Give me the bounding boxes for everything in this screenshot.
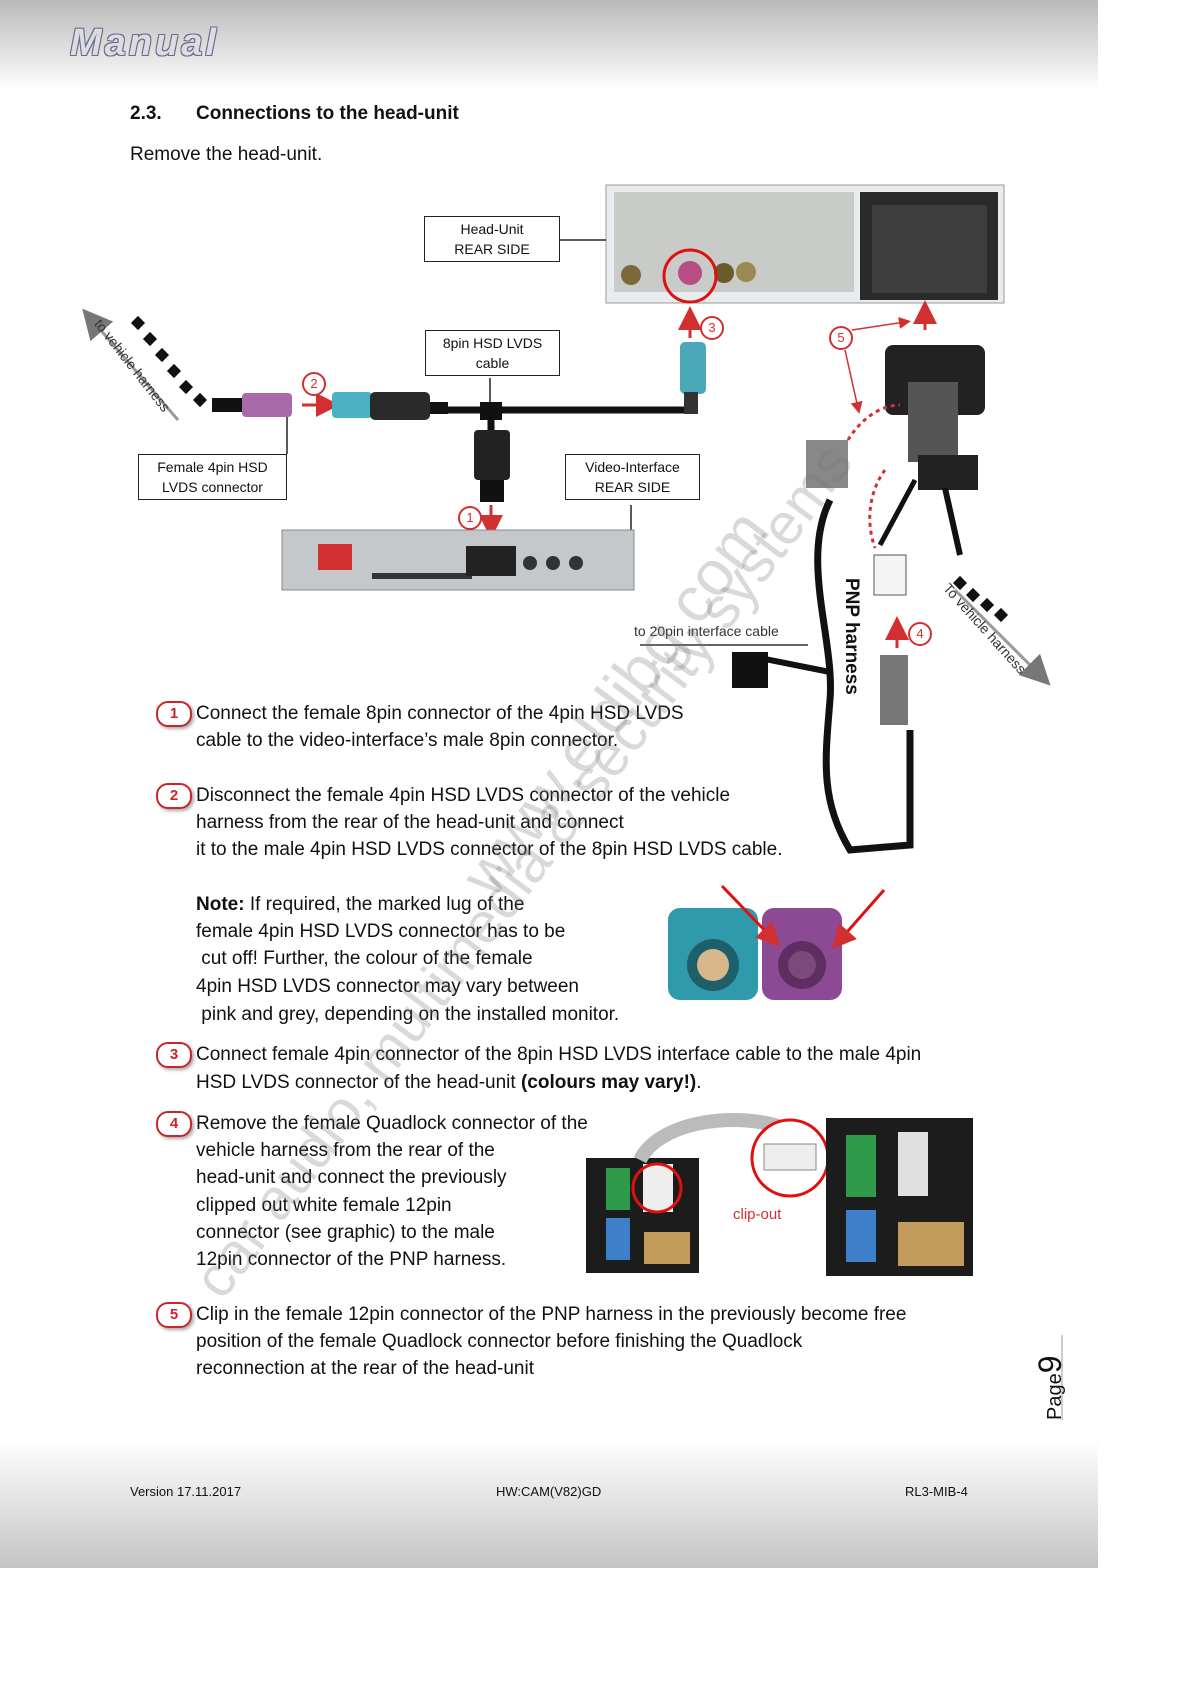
note-text-1: If required, the marked lug of the: [244, 894, 525, 915]
step-2-line1: Disconnect the female 4pin HSD LVDS conn…: [196, 785, 731, 806]
step-badge-5: 5: [156, 1302, 192, 1328]
step-3-line2-text: HSD LVDS connector of the head-unit: [196, 1072, 521, 1093]
page-number-value: 9: [1032, 1355, 1068, 1374]
note-line1: Note: If required, the marked lug of the: [196, 891, 524, 918]
head-unit-label-line2: REAR SIDE: [454, 241, 530, 257]
step-1-line1: Connect the female 8pin connector of the…: [196, 703, 684, 724]
section-title: Connections to the head-unit: [196, 103, 459, 124]
step-5-line1: Clip in the female 12pin connector of th…: [196, 1304, 907, 1325]
step-4-line5: connector (see graphic) to the male: [196, 1222, 495, 1243]
pnp-harness-label: PNP harness: [841, 578, 862, 695]
footer-hw: HW:CAM(V82)GD: [496, 1484, 602, 1499]
pnp-harness: [640, 300, 985, 854]
step-badge-4: 4: [156, 1111, 192, 1137]
note-line4: 4pin HSD LVDS connector may vary between: [196, 976, 579, 997]
diagram-badge-1: 1: [458, 506, 482, 530]
head-unit-photo: [605, 184, 1005, 304]
connection-diagram: [82, 184, 1063, 1420]
step-4-line6: 12pin connector of the PNP harness.: [196, 1249, 507, 1270]
video-interface-label: Video-Interface REAR SIDE: [565, 454, 700, 500]
step-3-line1: Connect female 4pin connector of the 8pi…: [196, 1044, 922, 1065]
section-number: 2.3.: [130, 103, 162, 124]
head-unit-label: Head-Unit REAR SIDE: [424, 216, 560, 262]
step-2-line3: it to the male 4pin HSD LVDS connector o…: [196, 839, 783, 860]
step-4-line3: head-unit and connect the previously: [196, 1167, 507, 1188]
to-20pin-label: to 20pin interface cable: [634, 623, 779, 639]
diagram-badge-3: 3: [700, 316, 724, 340]
diagram-badge-5: 5: [829, 326, 853, 350]
cable-label-line2: cable: [475, 355, 510, 371]
step-badge-2: 2: [156, 783, 192, 809]
step-badge-1: 1: [156, 701, 192, 727]
diagram-badge-2: 2: [302, 372, 326, 396]
step-badge-3: 3: [156, 1042, 192, 1068]
footer-band: [0, 1440, 1098, 1568]
female-connector-label-line2: LVDS connector: [162, 479, 263, 495]
female-connector-label: Female 4pin HSD LVDS connector: [138, 454, 287, 500]
step-3-colours-note: (colours may vary!): [520, 1072, 697, 1093]
video-interface-label-line1: Video-Interface: [585, 459, 680, 475]
clip-out-label: clip-out: [733, 1206, 782, 1223]
note-line5: pink and grey, depending on the installe…: [196, 1004, 620, 1025]
cable-label: 8pin HSD LVDS cable: [425, 330, 560, 376]
quadlock-photo: [586, 1113, 973, 1276]
brand-logo: Manual: [70, 22, 219, 64]
step-2-line2: harness from the rear of the head-unit a…: [196, 812, 624, 833]
step-4-line1: Remove the female Quadlock connector of …: [196, 1113, 588, 1134]
step-3-line2: HSD LVDS connector of the head-unit (col…: [196, 1069, 702, 1096]
page-number: Page9: [1032, 1355, 1069, 1420]
head-unit-label-line1: Head-Unit: [460, 221, 524, 237]
step-3-period: .: [696, 1072, 702, 1093]
intro-text: Remove the head-unit.: [130, 144, 323, 165]
step-1-line2: cable to the video-interface’s male 8pin…: [196, 730, 619, 751]
page-label: Page: [1044, 1373, 1066, 1420]
step-4-line2: vehicle harness from the rear of the: [196, 1140, 495, 1161]
diagram-badge-4: 4: [908, 622, 932, 646]
footer-version: Version 17.11.2017: [130, 1484, 242, 1499]
cable-label-line1: 8pin HSD LVDS: [442, 335, 543, 351]
female-connector-label-line1: Female 4pin HSD: [157, 459, 268, 475]
hsd-connectors-photo: [668, 884, 886, 1000]
step-5-line2: position of the female Quadlock connecto…: [196, 1331, 803, 1352]
footer-model: RL3-MIB-4: [905, 1484, 968, 1499]
header-band: [0, 0, 1098, 90]
step-5-line3: reconnection at the rear of the head-uni…: [196, 1358, 535, 1379]
note-label: Note:: [196, 894, 245, 915]
video-interface-label-line2: REAR SIDE: [594, 479, 671, 495]
note-line3: cut off! Further, the colour of the fema…: [196, 948, 533, 969]
step-4-line4: clipped out white female 12pin: [196, 1195, 452, 1216]
note-line2: female 4pin HSD LVDS connector has to be: [196, 921, 566, 942]
